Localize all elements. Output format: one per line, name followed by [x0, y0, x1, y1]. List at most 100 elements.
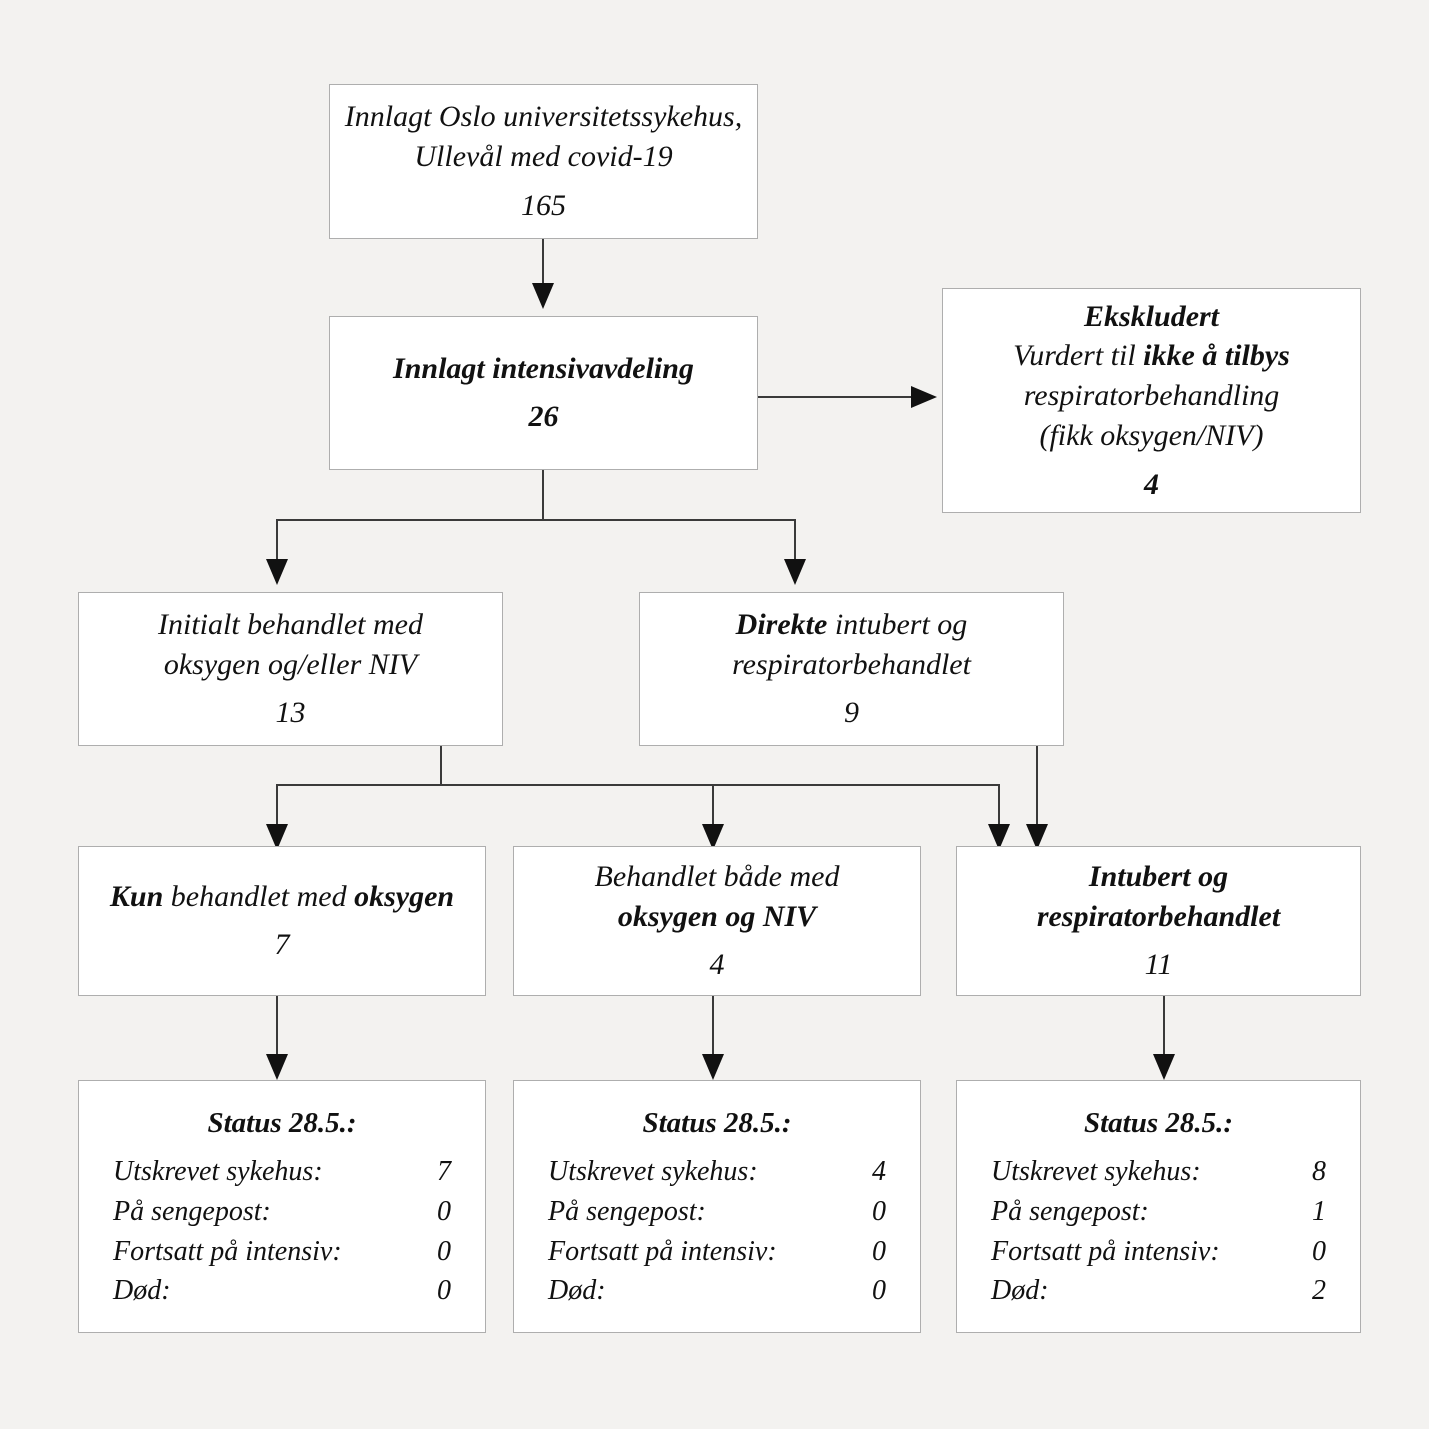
connector-initial-to-oxygen-only — [276, 784, 278, 826]
status-box-oxygen-and-niv: Status 28.5.: Utskrevet sykehus: 4 På se… — [513, 1080, 921, 1333]
node-oxygen-niv-line2: oksygen og NIV — [617, 899, 817, 933]
connector-direct-to-intubated — [1036, 746, 1038, 826]
node-oxygen-only-count: 7 — [274, 928, 290, 962]
status-row: Fortsatt på intensiv: 0 — [991, 1232, 1326, 1272]
status-box-oxygen-only: Status 28.5.: Utskrevet sykehus: 7 På se… — [78, 1080, 486, 1333]
status-row: Død: 2 — [991, 1271, 1326, 1311]
status-row: Fortsatt på intensiv: 0 — [548, 1232, 886, 1272]
status-row-value: 0 — [872, 1195, 886, 1227]
node-admitted-line1: Innlagt Oslo universitetssykehus, — [344, 100, 743, 134]
status-row-value: 0 — [872, 1235, 886, 1267]
connector-intubated-to-status — [1163, 996, 1165, 1056]
node-excluded-count: 4 — [1144, 467, 1159, 501]
status-rows: Utskrevet sykehus: 7 På sengepost: 0 For… — [79, 1152, 485, 1311]
node-admitted: Innlagt Oslo universitetssykehus, Ullevå… — [329, 84, 758, 239]
node-oxygen-and-niv: Behandlet både med oksygen og NIV 4 — [513, 846, 921, 996]
status-row-value: 0 — [437, 1275, 451, 1307]
node-excluded-line1-plain: Vurdert til — [1013, 339, 1144, 373]
connector-icu-to-initial — [276, 519, 278, 561]
node-excluded-line3: (fikk oksygen/NIV) — [1039, 419, 1264, 453]
node-direct-count: 9 — [844, 696, 859, 730]
node-icu-count: 26 — [528, 400, 559, 434]
status-row: På sengepost: 0 — [548, 1192, 886, 1232]
status-row: På sengepost: 1 — [991, 1192, 1326, 1232]
status-row-value: 0 — [437, 1235, 451, 1267]
node-direct-intubated: Direkte intubert og respiratorbehandlet … — [639, 592, 1064, 746]
status-row-label: Fortsatt på intensiv: — [548, 1235, 777, 1267]
node-intubated-ventilated: Intubert og respiratorbehandlet 11 — [956, 846, 1361, 996]
connector-initial-to-oxygen-niv — [712, 784, 714, 826]
node-direct-line2: respiratorbehandlet — [732, 647, 971, 681]
status-row-label: På sengepost: — [113, 1195, 271, 1227]
status-row: Død: 0 — [113, 1271, 451, 1311]
status-row: Utskrevet sykehus: 4 — [548, 1152, 886, 1192]
connector-icu-to-excluded — [758, 396, 913, 398]
node-direct-line1-plain: intubert og — [827, 607, 968, 641]
arrowhead-icu-to-excluded — [911, 386, 937, 408]
status-row-label: Utskrevet sykehus: — [113, 1156, 323, 1187]
connector-oxygen-niv-to-status — [712, 996, 714, 1056]
node-excluded: Ekskludert Vurdert til ikke å tilbys res… — [942, 288, 1361, 513]
status-rows: Utskrevet sykehus: 8 På sengepost: 1 For… — [957, 1152, 1360, 1311]
connector-icu-to-direct — [794, 519, 796, 561]
node-intubated-line2: respiratorbehandlet — [1036, 899, 1281, 933]
status-row-label: Død: — [991, 1275, 1049, 1307]
connector-oxygen-only-to-status — [276, 996, 278, 1056]
arrowhead-icu-to-direct — [784, 559, 806, 585]
arrowhead-icu-to-initial — [266, 559, 288, 585]
status-row: Utskrevet sykehus: 7 — [113, 1152, 451, 1192]
status-title: Status 28.5.: — [207, 1107, 357, 1139]
connector-admitted-to-icu — [542, 239, 544, 285]
node-initial-line2: oksygen og/eller NIV — [163, 647, 418, 681]
status-row: Død: 0 — [548, 1271, 886, 1311]
node-initial-count: 13 — [275, 696, 306, 730]
status-row-label: Fortsatt på intensiv: — [991, 1235, 1220, 1267]
status-row-value: 8 — [1312, 1156, 1326, 1187]
status-row-label: Utskrevet sykehus: — [991, 1156, 1201, 1187]
status-row-value: 2 — [1312, 1275, 1326, 1307]
node-oxygen-only-plain: behandlet med — [163, 879, 355, 913]
node-excluded-title: Ekskludert — [1083, 299, 1220, 333]
node-oxygen-niv-count: 4 — [709, 948, 725, 982]
node-excluded-line1-emphasis: ikke å tilbys — [1143, 339, 1290, 373]
node-icu: Innlagt intensivavdeling 26 — [329, 316, 758, 470]
node-admitted-line2: Ullevål med covid-19 — [414, 140, 673, 174]
arrowhead-initial-to-intubated — [988, 824, 1010, 850]
node-intubated-count: 11 — [1144, 948, 1173, 982]
node-oxygen-only-emphasis-kun: Kun — [109, 879, 164, 913]
node-admitted-count: 165 — [521, 188, 566, 222]
status-rows: Utskrevet sykehus: 4 På sengepost: 0 For… — [514, 1152, 920, 1311]
node-excluded-line2: respiratorbehandling — [1023, 379, 1280, 413]
connector-initial-split-bar — [276, 784, 1000, 786]
status-row-value: 1 — [1312, 1195, 1326, 1227]
node-initial-oxygen-niv: Initialt behandlet med oksygen og/eller … — [78, 592, 503, 746]
connector-initial-stem — [440, 746, 442, 786]
status-title: Status 28.5.: — [642, 1107, 792, 1139]
node-oxygen-only-line1: Kun behandlet med oksygen — [110, 877, 454, 917]
status-row-value: 0 — [1312, 1235, 1326, 1267]
node-direct-line1-emphasis: Direkte — [735, 607, 828, 641]
status-row-value: 0 — [872, 1275, 886, 1307]
node-oxygen-only: Kun behandlet med oksygen 7 — [78, 846, 486, 996]
node-intubated-line1: Intubert og — [1088, 859, 1229, 893]
node-excluded-line1: Vurdert til ikke å tilbys — [1013, 336, 1290, 376]
status-row-label: Utskrevet sykehus: — [548, 1156, 758, 1187]
connector-initial-to-intubated — [998, 784, 1000, 826]
node-direct-line1: Direkte intubert og — [736, 605, 968, 645]
node-oxygen-niv-line1: Behandlet både med — [594, 859, 840, 893]
status-row-label: Død: — [548, 1275, 606, 1307]
status-row-value: 7 — [437, 1156, 451, 1187]
connector-icu-split-bar — [276, 519, 796, 521]
status-row: På sengepost: 0 — [113, 1192, 451, 1232]
status-row: Fortsatt på intensiv: 0 — [113, 1232, 451, 1272]
arrowhead-oxygen-only-to-status — [266, 1054, 288, 1080]
connector-icu-stem — [542, 470, 544, 521]
node-icu-line1: Innlagt intensivavdeling — [393, 351, 694, 385]
status-row-label: Fortsatt på intensiv: — [113, 1235, 342, 1267]
arrowhead-intubated-to-status — [1153, 1054, 1175, 1080]
node-oxygen-only-emphasis-oksygen: oksygen — [354, 879, 455, 913]
status-row-label: Død: — [113, 1275, 171, 1307]
arrowhead-admitted-to-icu — [532, 283, 554, 309]
status-box-intubated-ventilated: Status 28.5.: Utskrevet sykehus: 8 På se… — [956, 1080, 1361, 1333]
